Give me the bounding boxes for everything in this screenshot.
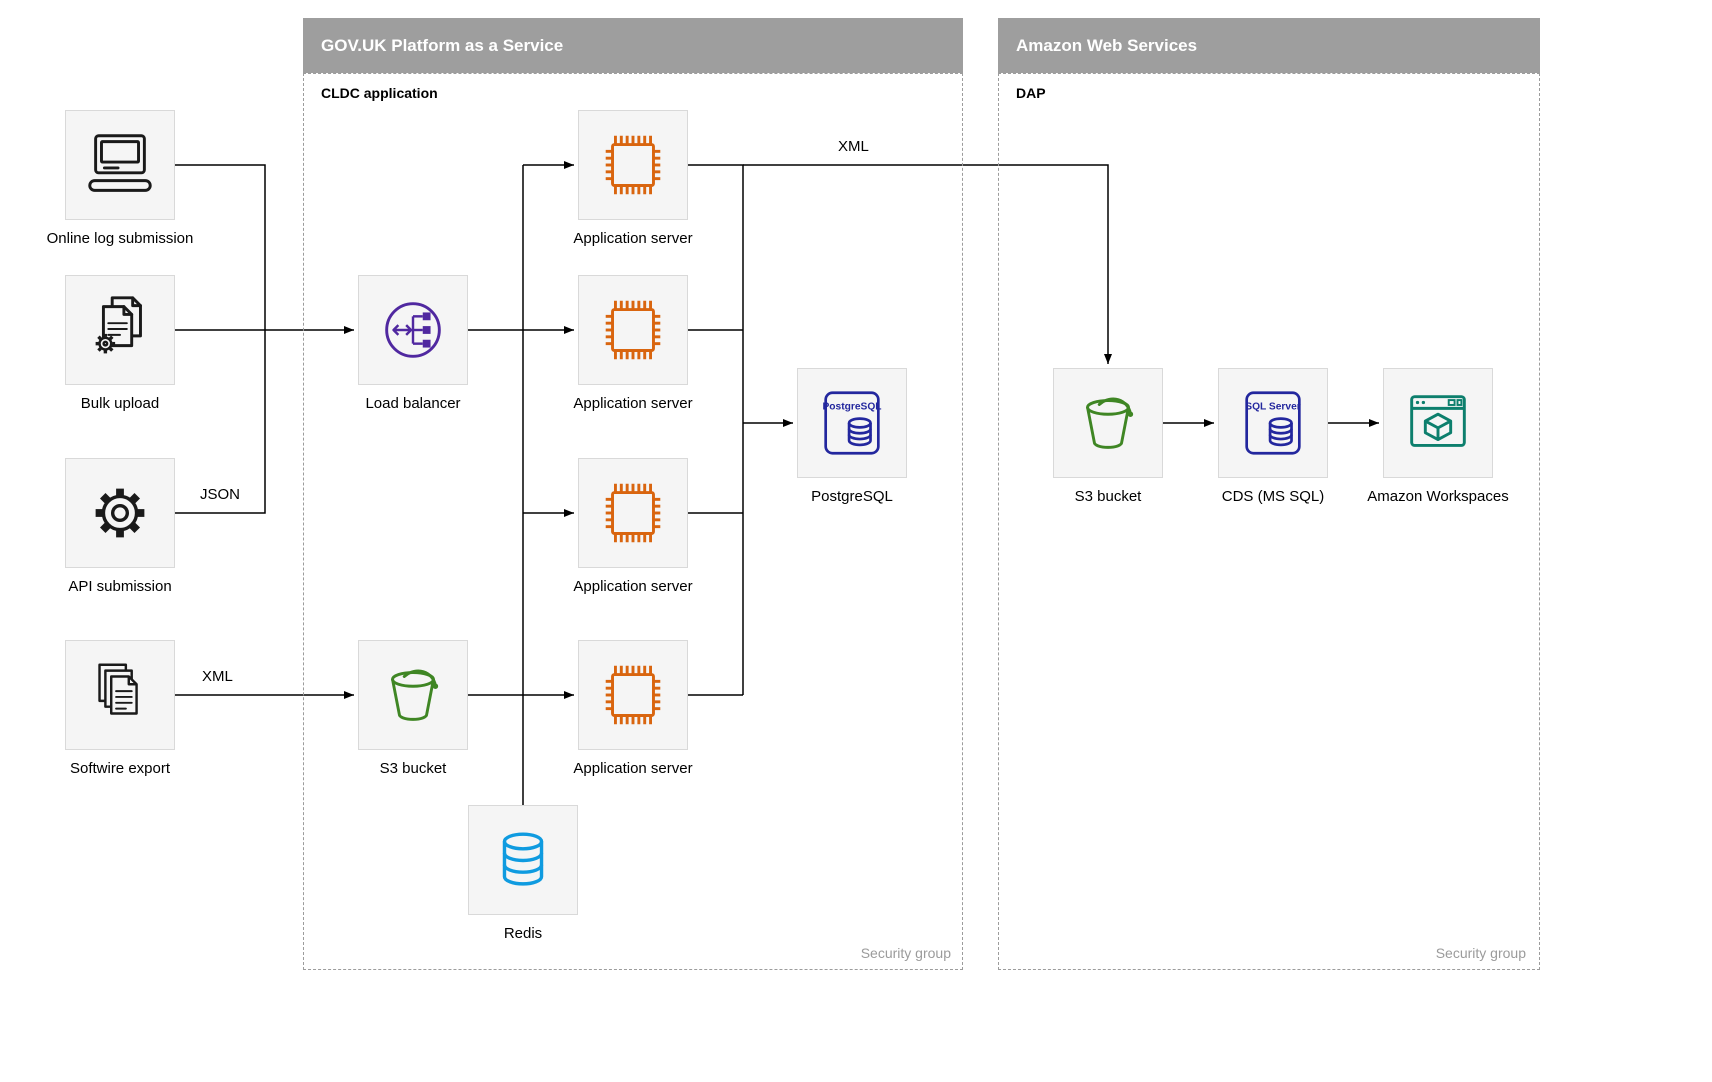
node-application-server-1: Application server <box>573 110 693 247</box>
node-postgresql: PostgreSQL PostgreSQL <box>797 368 907 505</box>
document-gear-icon <box>95 296 142 354</box>
sql-server-icon-text: SQL Server <box>1245 401 1301 412</box>
node-label: API submission <box>68 578 172 595</box>
node-label: Application server <box>573 230 693 247</box>
paas-security-group-text: Security group <box>860 945 951 961</box>
redis-database-icon <box>502 832 544 886</box>
node-label: Application server <box>573 760 693 777</box>
node-label: PostgreSQL <box>811 488 893 505</box>
aws-security-group-boundary <box>998 73 1540 970</box>
aws-header: Amazon Web Services <box>998 18 1540 73</box>
load-balancer-icon <box>385 302 441 358</box>
paas-header: GOV.UK Platform as a Service <box>303 18 963 73</box>
node-label: Bulk upload <box>80 395 160 412</box>
cpu-chip-icon <box>605 665 661 725</box>
node-label: S3 bucket <box>1074 488 1142 505</box>
paas-security-group-boundary <box>303 73 963 970</box>
node-cds-ms-sql: SQL Server CDS (MS SQL) <box>1218 368 1328 505</box>
documents-stack-icon <box>98 663 138 715</box>
amazon-workspaces-icon <box>1410 395 1466 447</box>
node-label: Application server <box>573 395 693 412</box>
node-online-log-submission: Online log submission <box>47 110 193 247</box>
cpu-chip-icon <box>605 300 661 360</box>
cldc-application-label: CLDC application <box>321 85 438 101</box>
node-application-server-2: Application server <box>573 275 693 412</box>
node-load-balancer: Load balancer <box>358 275 468 412</box>
node-bulk-upload: Bulk upload <box>65 275 175 412</box>
node-label: Redis <box>503 925 543 942</box>
node-label: Application server <box>573 578 693 595</box>
dap-label: DAP <box>1016 85 1046 101</box>
node-label: S3 bucket <box>379 760 447 777</box>
node-amazon-workspaces: Amazon Workspaces <box>1367 368 1509 505</box>
s3-bucket-icon <box>1086 397 1134 449</box>
sql-server-database-icon: SQL Server <box>1245 391 1301 455</box>
node-label: Softwire export <box>69 760 171 777</box>
node-application-server-3: Application server <box>573 458 693 595</box>
node-label: Amazon Workspaces <box>1367 488 1509 505</box>
aws-security-group-text: Security group <box>1435 945 1526 961</box>
edge-label-xml-aws: XML <box>836 138 871 155</box>
cpu-chip-icon <box>605 135 661 195</box>
computer-icon <box>88 134 152 192</box>
s3-bucket-icon <box>391 669 439 721</box>
node-redis: Redis <box>468 805 578 942</box>
postgresql-icon-text: PostgreSQL <box>822 401 881 412</box>
postgresql-database-icon: PostgreSQL <box>822 391 882 455</box>
gear-icon <box>95 488 145 538</box>
node-softwire-export: Softwire export <box>65 640 175 777</box>
node-label: Load balancer <box>365 395 461 412</box>
edge-label-xml-softwire: XML <box>200 668 235 685</box>
node-api-submission: API submission <box>65 458 175 595</box>
cpu-chip-icon <box>605 483 661 543</box>
node-label: Online log submission <box>46 230 194 247</box>
node-application-server-4: Application server <box>573 640 693 777</box>
node-label: CDS (MS SQL) <box>1221 488 1325 505</box>
edge-label-json: JSON <box>198 486 243 503</box>
node-s3-bucket-aws: S3 bucket <box>1053 368 1163 505</box>
node-s3-bucket-paas: S3 bucket <box>358 640 468 777</box>
